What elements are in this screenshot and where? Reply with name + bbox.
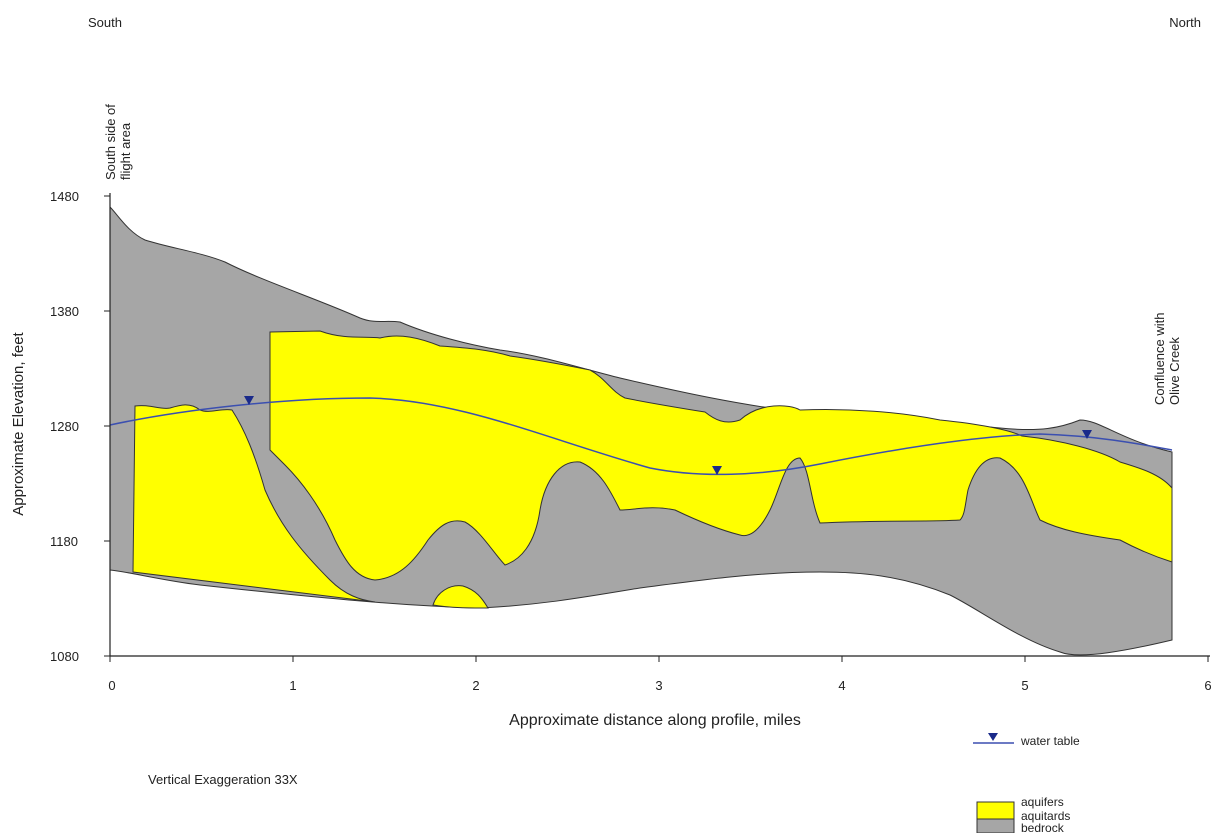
x-tick-label: 1 bbox=[289, 678, 296, 693]
confluence-line1: Confluence with bbox=[1152, 313, 1167, 406]
south-label: South bbox=[88, 15, 122, 30]
south-side-annotation: South side of flight area bbox=[103, 104, 133, 180]
aquifer-left bbox=[132, 404, 376, 603]
legend-bedrock-label: bedrock bbox=[1021, 821, 1065, 833]
y-tick-label: 1380 bbox=[50, 304, 79, 319]
x-tick-label: 3 bbox=[655, 678, 662, 693]
legend-water-table-label: water table bbox=[1020, 734, 1080, 748]
legend-water-table-marker bbox=[988, 733, 998, 741]
south-side-line1: South side of bbox=[103, 104, 118, 180]
x-tick-label: 4 bbox=[838, 678, 845, 693]
aquifer-lens bbox=[432, 585, 489, 609]
y-axis-title: Approximate Elevation, feet bbox=[10, 331, 27, 515]
x-tick-label: 5 bbox=[1021, 678, 1028, 693]
legend-aquifer-label: aquifers bbox=[1021, 795, 1064, 809]
x-axis-title: Approximate distance along profile, mile… bbox=[509, 712, 801, 729]
water-table-marker bbox=[244, 396, 254, 405]
x-tick-label: 0 bbox=[108, 678, 115, 693]
y-tick-label: 1080 bbox=[50, 649, 79, 664]
x-tick-label: 2 bbox=[472, 678, 479, 693]
y-tick-label: 1280 bbox=[50, 419, 79, 434]
y-ticks bbox=[104, 195, 110, 657]
confluence-annotation: Confluence with Olive Creek bbox=[1152, 313, 1182, 406]
south-side-line2: flight area bbox=[118, 122, 133, 180]
aquifer-central bbox=[269, 330, 1173, 581]
north-label: North bbox=[1169, 15, 1201, 30]
legend-aquitard-swatch bbox=[976, 818, 1015, 833]
x-ticks bbox=[109, 656, 1209, 662]
legend-aquifer-swatch bbox=[976, 801, 1015, 820]
legend-aquitard-label: aquitards bbox=[1021, 809, 1070, 823]
y-tick-label: 1480 bbox=[50, 189, 79, 204]
water-table-line bbox=[109, 397, 1173, 476]
legend: water table aquifers aquitards bedrock bbox=[973, 733, 1080, 833]
y-tick-label: 1180 bbox=[50, 534, 78, 549]
vertical-exaggeration-note: Vertical Exaggeration 33X bbox=[148, 772, 298, 787]
water-table-marker bbox=[712, 466, 722, 475]
confluence-line2: Olive Creek bbox=[1167, 337, 1182, 405]
water-table-marker bbox=[1082, 430, 1092, 439]
x-tick-label: 6 bbox=[1204, 678, 1211, 693]
